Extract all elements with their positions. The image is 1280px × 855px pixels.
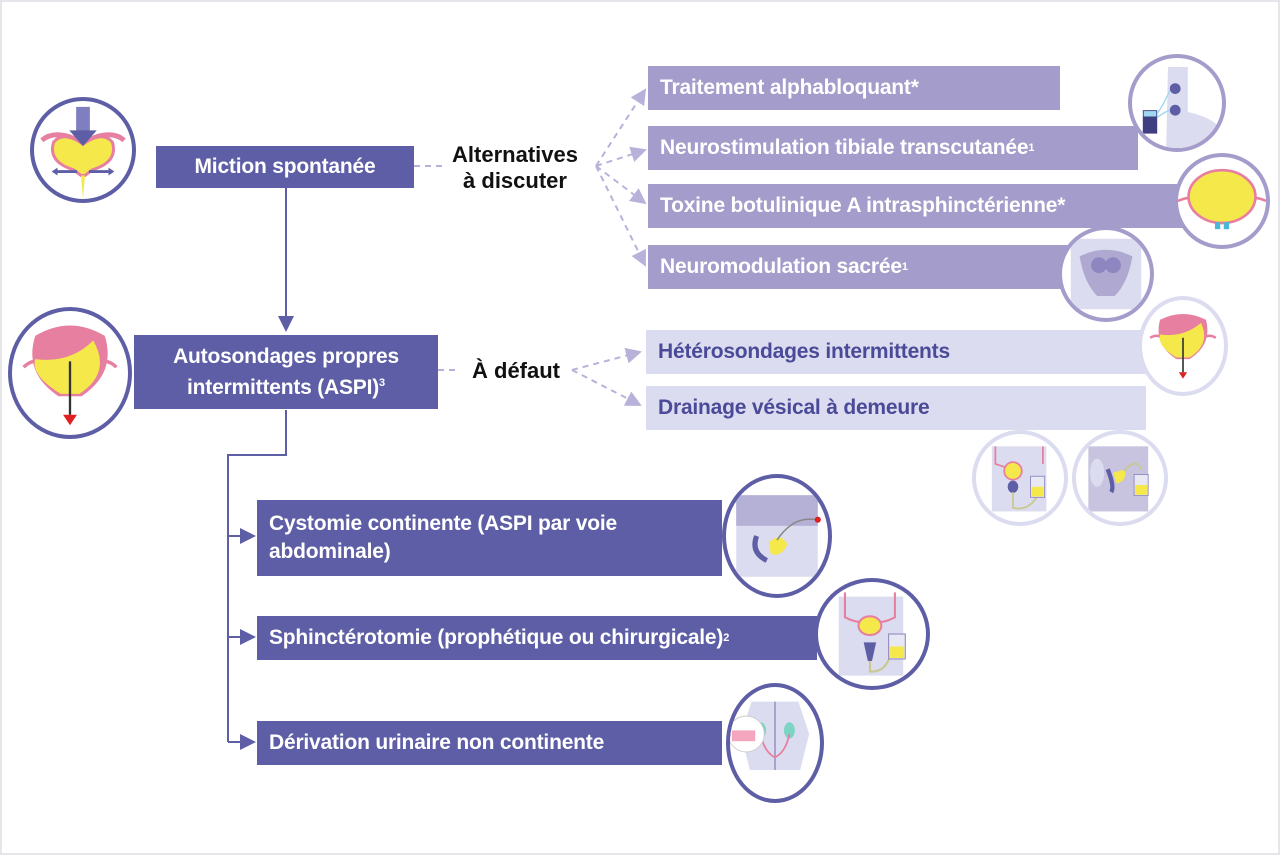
drainage-suprapubic-illustration [1072,430,1168,526]
connector-a-defaut-label: À défaut [472,358,560,383]
pelvis-neuromodulation-illustration [1058,226,1154,322]
dash-alt-3 [595,165,647,205]
heterosondage-bladder-illustration [1138,296,1228,396]
sphincterotomie-illustration [814,578,930,690]
dash-fallback-2 [571,369,642,406]
miction-bladder-illustration [30,97,136,203]
node-autosondages-aspi: Autosondages propres intermittents (ASPI… [134,335,438,409]
node-sphincterotomie: Sphinctérotomie (prophétique ou chirurgi… [257,616,817,660]
dash-alt-4 [595,165,646,267]
node-miction-label: Miction spontanée [194,155,376,178]
alternative-toxine-botulinique: Toxine botulinique A intrasphinctérienne… [648,184,1196,228]
cystomie-illustration [722,474,832,598]
connector-alternatives-label: Alternatives à discuter [452,142,578,193]
dash-alt-1 [595,88,647,167]
dash-fallback-1 [571,347,642,371]
line-aspi-branch [227,410,287,742]
aspi-bladder-illustration [8,307,132,439]
derivation-illustration [726,683,824,803]
drainage-urethral-illustration [972,430,1068,526]
alternative-alphabloquant: Traitement alphabloquant* [648,66,1060,110]
node-cystomie-continente: Cystomie continente (ASPI par voie abdom… [257,500,722,576]
fallback-drainage-vesical: Drainage vésical à demeure [646,386,1146,430]
fallback-heterosondages: Hétérosondages intermittents [646,330,1146,374]
bladder-toxine-illustration [1174,153,1270,249]
dash-alt-2 [595,146,647,167]
node-derivation-urinaire: Dérivation urinaire non continente [257,721,722,765]
node-miction-spontanee: Miction spontanée [156,146,414,188]
foot-neurostimulation-illustration [1128,54,1226,152]
